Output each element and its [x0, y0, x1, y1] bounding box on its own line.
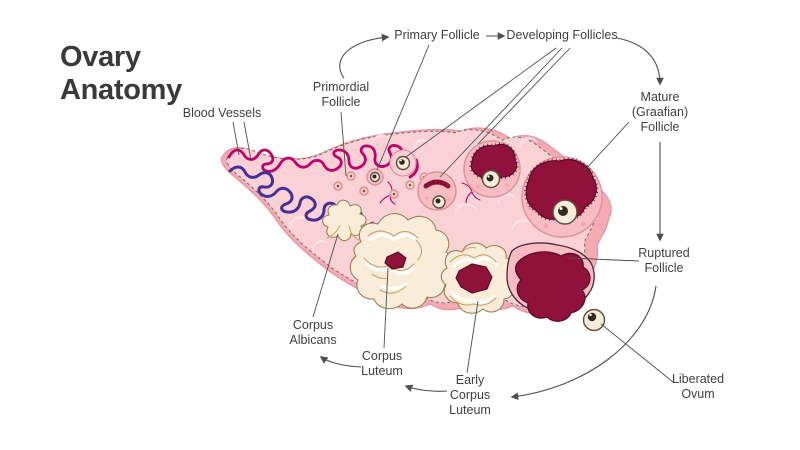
liberated-ovum-pointer [600, 323, 674, 383]
early-corpus-luteum-pointer [466, 300, 479, 374]
corpus-albicans [321, 199, 367, 242]
mature-graafian-follicle [521, 156, 603, 238]
arrow-primordial-to-primary [339, 33, 390, 79]
developing-follicles-pointer-1 [405, 47, 557, 158]
blood-vessels-pointer-1 [232, 121, 240, 156]
corpus-luteum [349, 213, 454, 310]
primary-follicle-pointer [376, 44, 430, 171]
developing-follicles-pointer-3 [477, 47, 571, 145]
label-blood-vessels: Blood Vessels [182, 106, 262, 120]
label-mature-follicle: Mature(Graafian)Follicle [631, 90, 689, 134]
developing-follicles-pointer-2 [439, 47, 563, 178]
developing-follicle-small [389, 149, 417, 177]
ruptured-follicle-pointer [568, 257, 640, 262]
mature-follicle-pointer [583, 121, 630, 172]
blood-vessels-pointer-2 [243, 121, 252, 161]
label-primary-follicle: Primary Follicle [394, 28, 480, 42]
sequence-arrows [319, 32, 664, 401]
primordial-follicle-pointer [340, 111, 347, 177]
developing-follicle-antral [417, 171, 457, 211]
corpus-albicans-pointer [312, 233, 339, 318]
pointer-lines [232, 44, 674, 383]
primary-follicle [366, 168, 384, 186]
arrow-ruptured-to-early-corpus-luteum [510, 285, 657, 401]
ruptured-follicle [506, 242, 595, 322]
arrow-developing-to-mature [616, 37, 664, 86]
arrow-early-to-corpus-luteum [404, 384, 448, 392]
label-developing-follicles: Developing Follicles [506, 28, 618, 42]
liberated-ovum [582, 308, 606, 332]
developing-follicle-large [463, 140, 521, 198]
corpus-luteum-pointer [383, 267, 389, 349]
arrow-corpus-luteum-to-albicans [319, 356, 362, 368]
